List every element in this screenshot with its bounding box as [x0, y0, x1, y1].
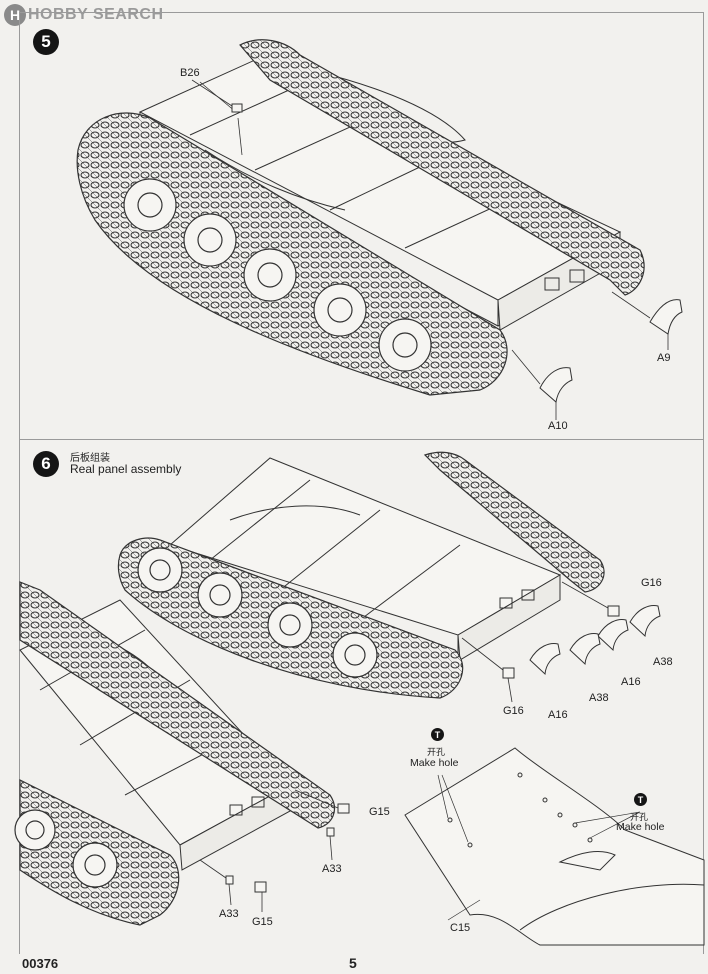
part-label-a10: A10 — [548, 420, 568, 432]
part-label-a38-right: A38 — [653, 656, 673, 668]
part-label-a16-mid: A16 — [548, 709, 568, 721]
part-label-b26: B26 — [180, 67, 200, 79]
step6-parts — [199, 581, 661, 912]
part-label-a33-mid: A33 — [322, 863, 342, 875]
make-hole-en-left: Make hole — [410, 757, 459, 769]
step6-rear-panel — [404, 747, 705, 946]
part-label-g16-top: G16 — [641, 577, 662, 589]
part-label-a38-mid: A38 — [589, 692, 609, 704]
page-number: 5 — [349, 955, 357, 971]
step6-upper-hull — [168, 457, 562, 661]
step-6-title-cn: 后板组装 — [70, 453, 110, 464]
watermark: H HOBBY SEARCH — [4, 4, 164, 26]
product-code: 00376 — [22, 956, 59, 971]
drill-note-icon-left: T — [431, 728, 444, 741]
step5-road-wheels — [123, 178, 432, 372]
part-label-g15-bottom: G15 — [252, 916, 273, 928]
part-label-g16-bottom: G16 — [503, 705, 524, 717]
drill-note-icon-right: T — [634, 793, 647, 806]
step-5-number: 5 — [33, 29, 59, 55]
part-label-a33-bottom: A33 — [219, 908, 239, 920]
make-hole-en-right: Make hole — [616, 821, 665, 833]
step-5-panel — [19, 12, 704, 440]
watermark-logo-icon: H — [4, 4, 26, 26]
part-label-c15: C15 — [450, 922, 471, 934]
part-label-a16-right: A16 — [621, 676, 641, 688]
step-6-number: 6 — [33, 451, 59, 477]
make-hole-cn-left: 开孔 — [427, 747, 446, 757]
make-hole-cn-right: 开孔 — [630, 812, 649, 822]
part-label-g15-mid: G15 — [369, 806, 390, 818]
part-label-a9: A9 — [657, 352, 671, 364]
watermark-text: HOBBY SEARCH — [28, 6, 164, 23]
step5-parts — [191, 79, 683, 420]
step6-upper-wheels — [137, 547, 378, 678]
step-6-title-en: Real panel assembly — [70, 462, 182, 476]
step-6-panel — [19, 439, 704, 954]
step6-lower-wheels — [14, 809, 118, 888]
